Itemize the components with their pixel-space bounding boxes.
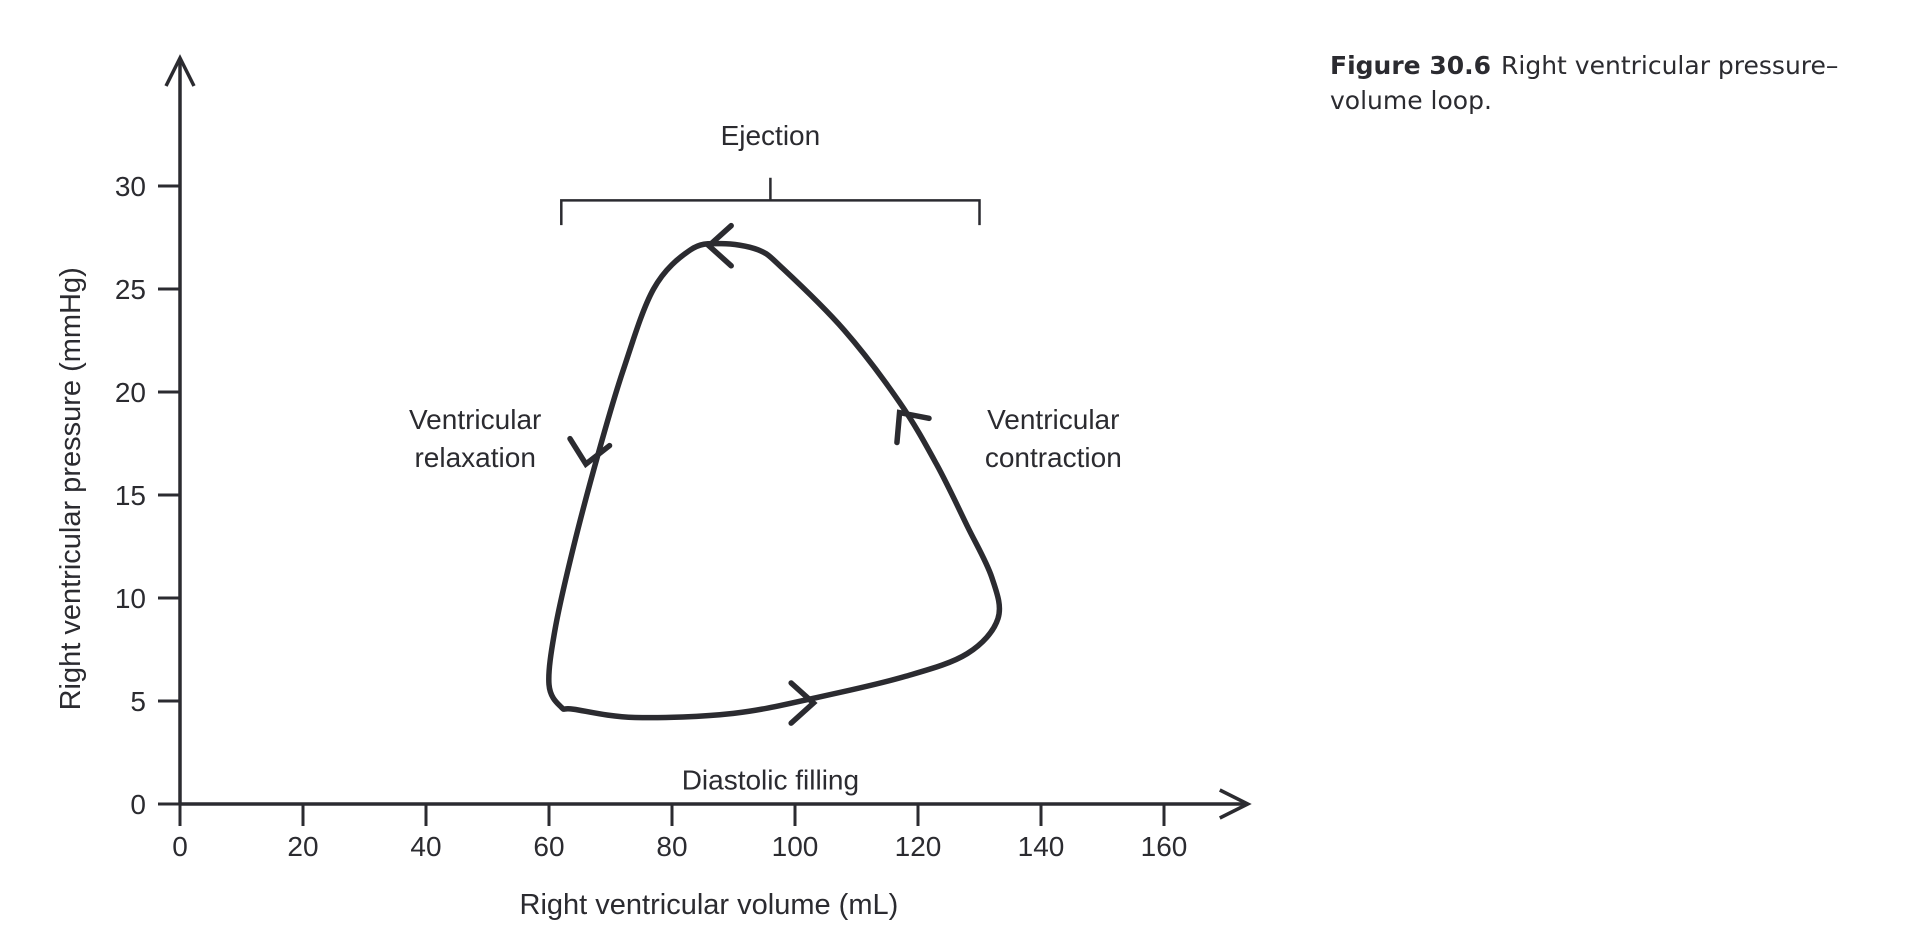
direction-arrowhead <box>894 409 932 446</box>
y-tick-label: 30 <box>115 171 146 202</box>
y-tick-label: 20 <box>115 377 146 408</box>
tick-marks <box>158 184 1166 826</box>
y-tick-label: 0 <box>130 789 146 820</box>
x-tick-label: 20 <box>287 831 318 862</box>
x-tick-label: 160 <box>1141 831 1188 862</box>
x-tick-label: 140 <box>1018 831 1065 862</box>
pv-loop-line <box>546 240 1003 721</box>
pv-loop <box>546 222 1003 726</box>
ejection-bracket <box>560 199 981 226</box>
y-tick-label: 25 <box>115 274 146 305</box>
x-tick-label: 120 <box>895 831 942 862</box>
figure-caption-text: Right ventricular pressure–volume loop. <box>1330 51 1839 115</box>
x-axis-arrowhead <box>1219 788 1252 820</box>
x-tick-label: 60 <box>533 831 564 862</box>
y-axis-label: Right ventricular pressure (mmHg) <box>55 267 87 710</box>
figure-number: Figure 30.6 <box>1330 51 1492 80</box>
x-axis-label: Right ventricular volume (mL) <box>520 889 899 921</box>
x-tick-label: 100 <box>772 831 819 862</box>
x-tick-label: 40 <box>410 831 441 862</box>
y-axis-arrowhead <box>164 54 196 87</box>
direction-arrowhead <box>704 222 734 269</box>
annotation-diastolic-filling: Diastolic filling <box>682 765 859 796</box>
annotation-ejection: Ejection <box>721 120 821 151</box>
x-tick-label: 80 <box>656 831 687 862</box>
y-tick-label: 5 <box>130 686 146 717</box>
x-tick-label: 0 <box>172 831 188 862</box>
axes <box>164 54 1252 820</box>
y-tick-label: 10 <box>115 583 146 614</box>
direction-arrowhead <box>567 435 613 469</box>
y-tick-label: 15 <box>115 480 146 511</box>
direction-arrowhead <box>788 680 818 726</box>
